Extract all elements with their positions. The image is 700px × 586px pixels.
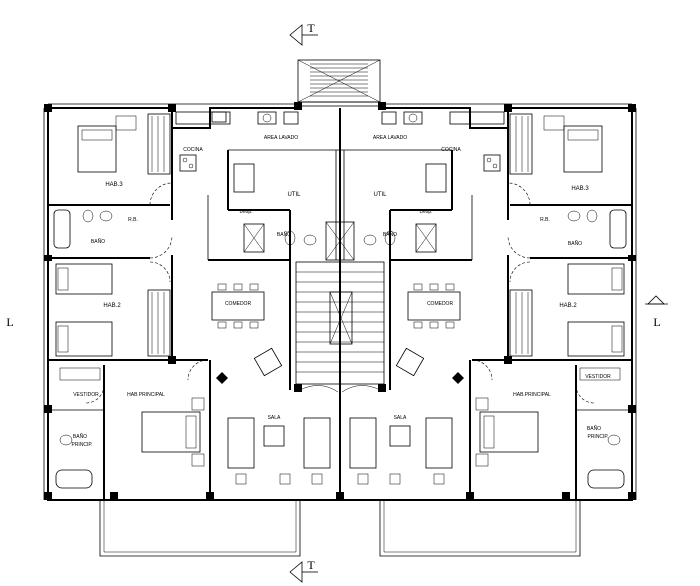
furniture-right — [349, 111, 627, 489]
room-label-vestidor-right: VESTIDOR — [585, 374, 611, 380]
section-mark-right-label: L — [653, 315, 660, 329]
room-label-vestidor-left: VESTIDOR — [73, 392, 99, 398]
room-label-hab2-right: HAB.2 — [559, 303, 577, 309]
room-label-util-right: UTIL — [373, 192, 387, 198]
section-marker-top: T — [289, 21, 318, 46]
room-label-desp-right: Desp. — [419, 209, 432, 215]
room-label-rb-right: R.B. — [540, 217, 550, 223]
section-mark-bottom-label: T — [307, 558, 315, 572]
section-mark-left-label: L — [6, 315, 13, 329]
interior-walls-right — [340, 128, 632, 500]
room-label-hab-principal-left: HAB PRINCIPAL — [127, 392, 165, 398]
door-swings — [85, 182, 595, 404]
room-labels-right: HAB.3 COCINA AREA LAVADO UTIL Desp. BAÑO… — [373, 135, 611, 440]
room-label-comedor-left: COMEDOR — [225, 301, 252, 307]
room-label-comedor-right: COMEDOR — [427, 301, 454, 307]
balconies — [99, 500, 581, 557]
top-stair — [297, 59, 381, 107]
room-label-cocina-left: COCINA — [183, 147, 203, 153]
room-label-hab3-right: HAB.3 — [571, 186, 589, 192]
room-label-lavado-right: AREA LAVADO — [373, 135, 407, 141]
room-label-desp-left: Desp. — [239, 209, 252, 215]
room-label-bano-right: BAÑO — [568, 240, 582, 247]
section-marker-left: L — [6, 315, 13, 329]
room-label-lavado-left: AREA LAVADO — [264, 135, 298, 141]
room-label-bano-princ-left-2: PRINCIP. — [71, 442, 92, 448]
section-marker-bottom: T — [289, 558, 318, 583]
section-mark-top-label: T — [307, 21, 315, 35]
room-label-bano-util-left: BAÑO — [277, 231, 291, 238]
room-label-hab3-left: HAB.3 — [105, 182, 123, 188]
entry-markers — [216, 372, 464, 384]
room-labels-left: HAB.3 COCINA AREA LAVADO UTIL Desp. BAÑO… — [71, 135, 301, 448]
room-label-bano-util-right: BAÑO — [383, 231, 397, 238]
room-label-bano-princ-right-1: BAÑO — [587, 425, 601, 432]
room-label-sala-left: SALA — [268, 415, 281, 421]
room-label-rb-left: R.B. — [128, 217, 138, 223]
room-label-cocina-right: COCINA — [441, 147, 461, 153]
room-label-bano-left: BAÑO — [91, 238, 105, 245]
central-staircase — [295, 221, 385, 393]
room-label-bano-princ-right-2: PRINCIP. — [587, 434, 608, 440]
furniture-left — [53, 111, 331, 489]
room-label-util-left: UTIL — [287, 192, 301, 198]
room-label-bano-princ-left-1: BAÑO — [73, 433, 87, 440]
room-label-hab-principal-right: HAB.PRINCIPAL — [513, 392, 551, 398]
room-label-hab2-left: HAB.2 — [103, 303, 121, 309]
section-marker-right: L — [645, 295, 668, 329]
structural-columns — [44, 102, 636, 500]
room-label-sala-right: SALA — [394, 415, 407, 421]
